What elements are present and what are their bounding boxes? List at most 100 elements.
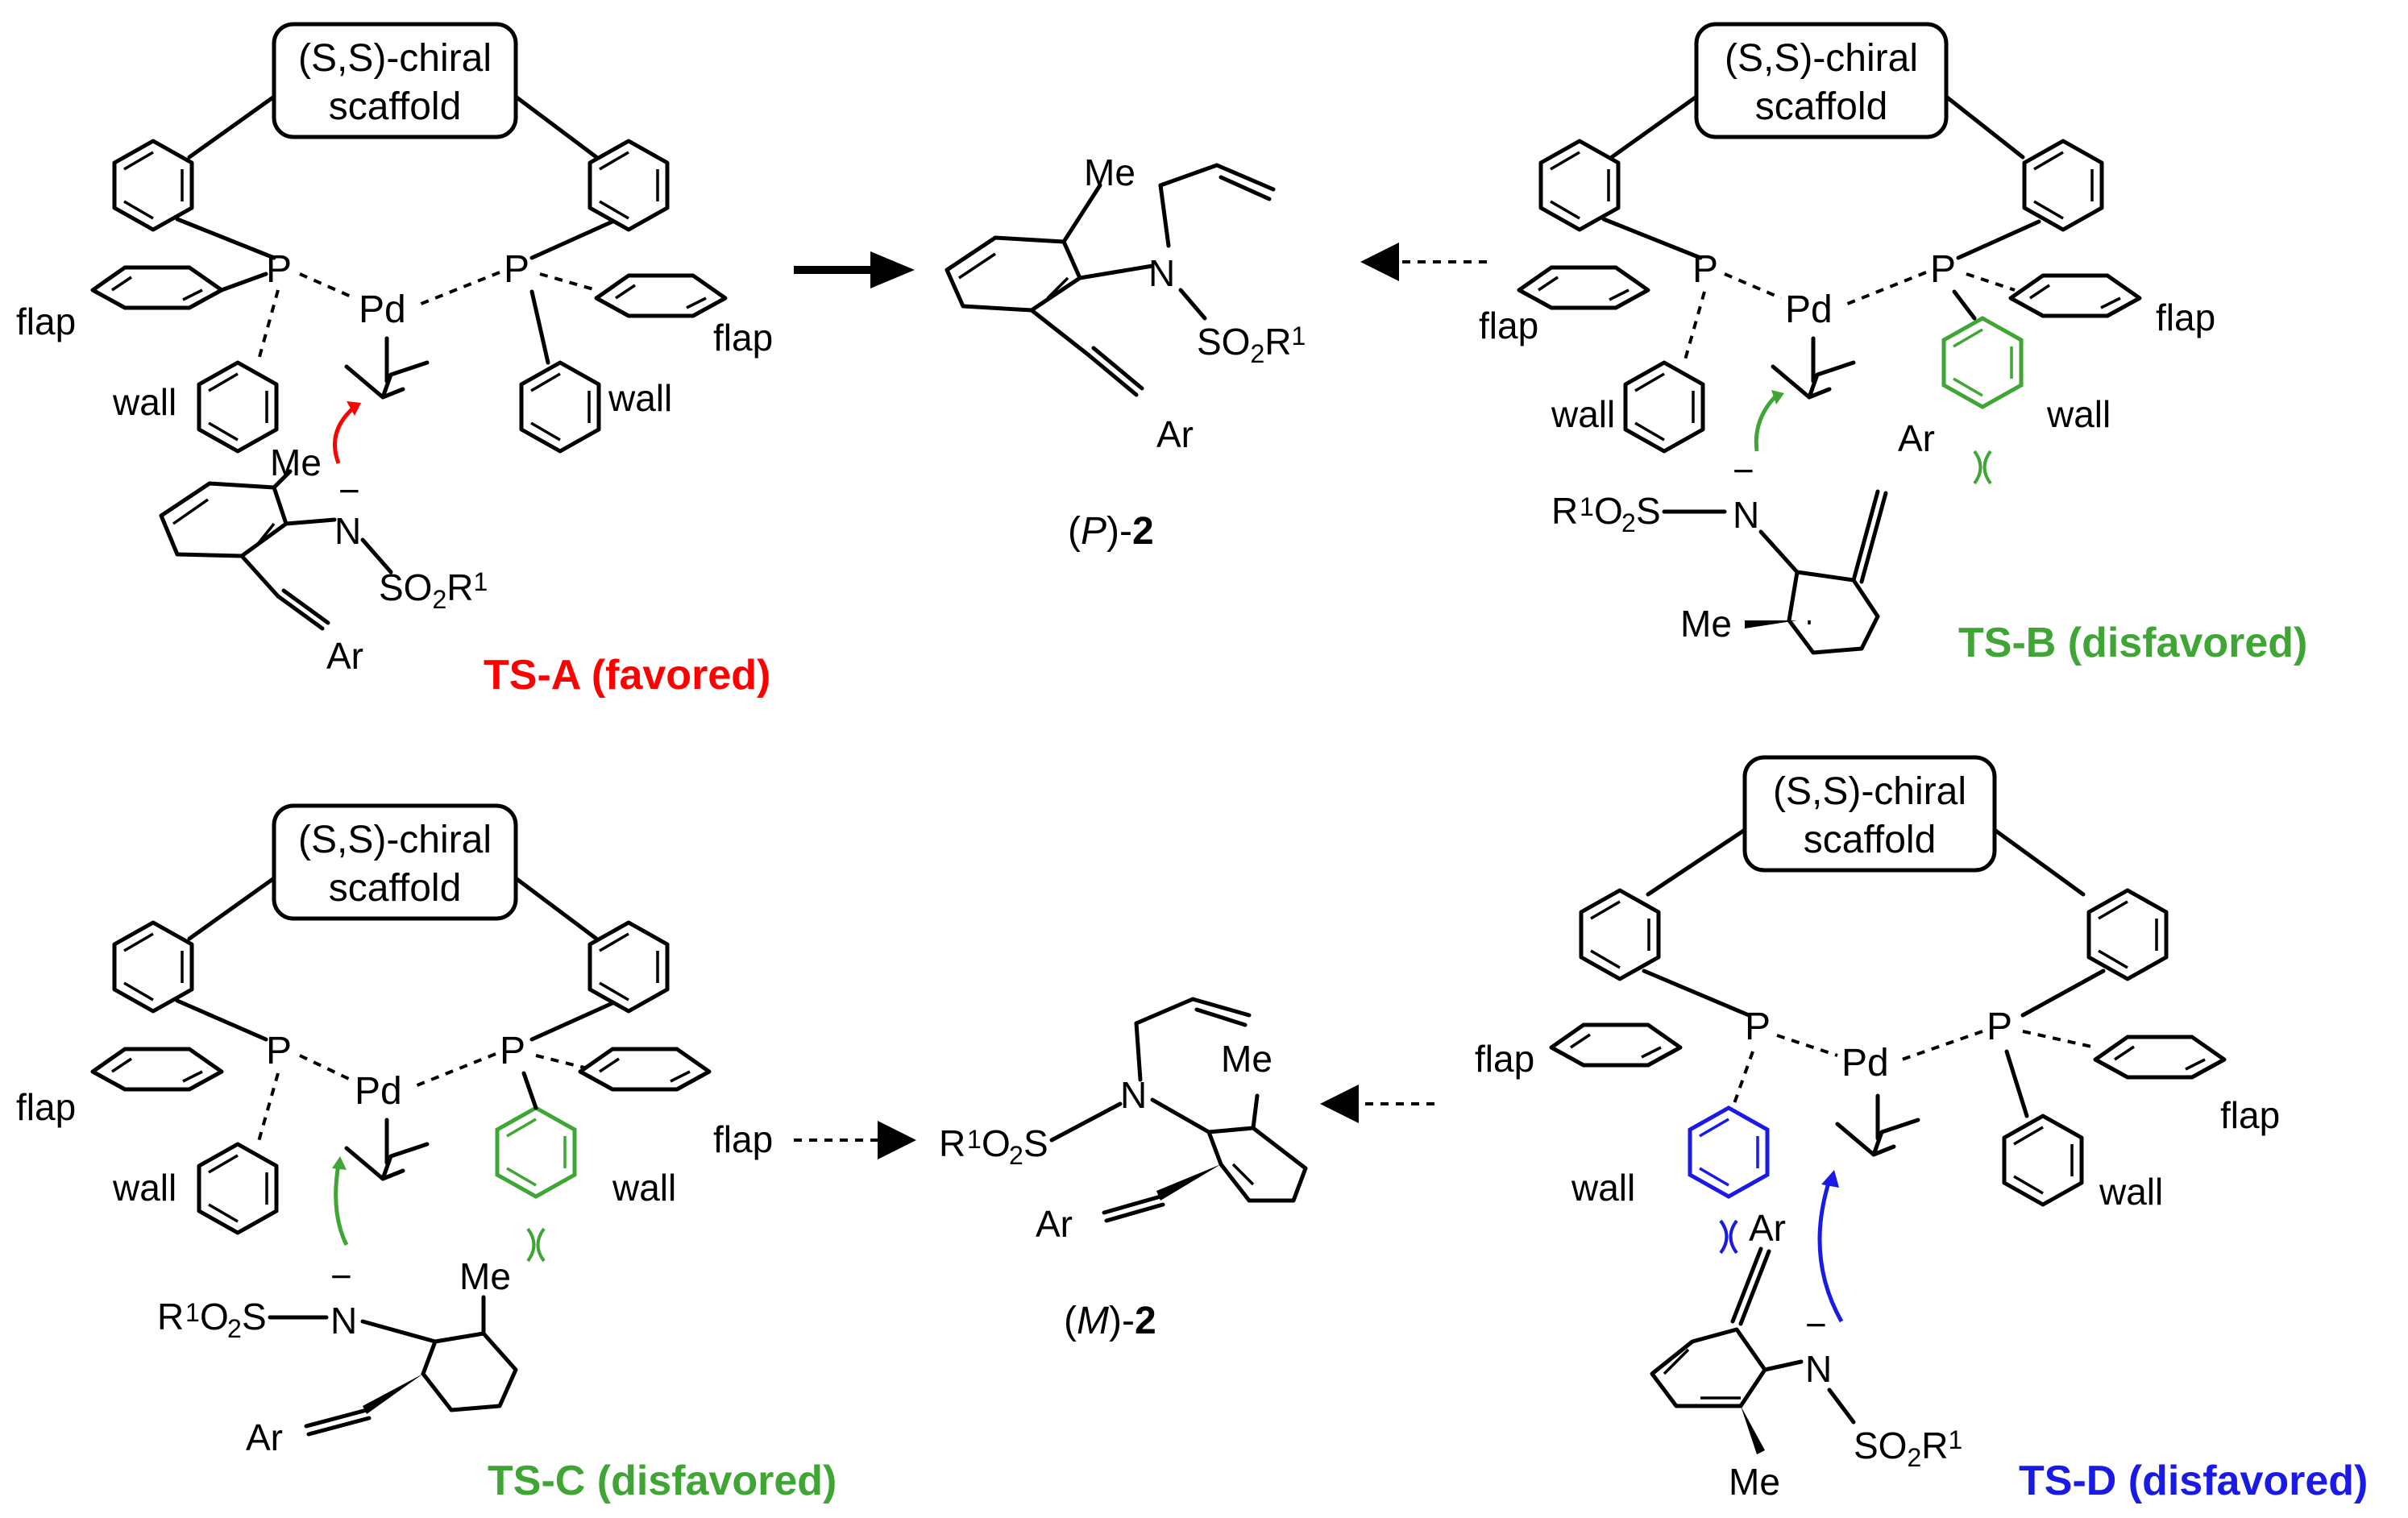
svg-text:2: 2 [227,1314,242,1343]
flap-c-left: flap [16,1086,76,1128]
p2-methyl: Me [1084,151,1135,193]
phosphorus-b-right: P [1930,248,1956,291]
c-methyl: Me [459,1255,511,1297]
ts-d-complex: (S,S)-chiral scaffold P P Pd flap flap w… [1475,755,2368,1504]
scaffold-b-line2: scaffold [1755,85,1888,128]
m2-methyl: Me [1221,1038,1273,1080]
svg-text:S: S [1636,490,1661,532]
flap-phenyl-right [596,276,725,316]
svg-text:O: O [200,1296,229,1338]
ts-a-complex: (S,S)-chiral scaffold P P Pd flap flap w… [16,22,773,699]
aryl-label: Ar [326,635,363,677]
phosphorus-c-left: P [266,1030,292,1072]
favored-arrow [794,251,915,288]
ts-c-label: TS-C (disfavored) [488,1458,837,1504]
scaffold-label-line1: (S,S)-chiral [298,37,492,80]
phosphorus-d-left: P [1745,1006,1771,1048]
flap-label-left: flap [16,301,76,342]
palladium-b: Pd [1785,288,1833,331]
b-charge: − [1733,450,1754,491]
flap-phenyl-left [93,268,222,308]
phosphorus-d-right: P [1987,1006,2012,1048]
wall-d-right: wall [2099,1171,2163,1213]
m2-nitrogen: N [1120,1074,1147,1116]
wall-b-left: wall [1551,393,1615,435]
flap-d-left: flap [1475,1038,1534,1080]
p2-sulfonyl: SO2R1 [1197,321,1306,368]
m2-r1o2s: R [939,1122,965,1164]
c-nitrogen: N [330,1300,357,1342]
chiral-scaffold-box: (S,S)-chiral scaffold [272,22,518,139]
phosphorus-b-left: P [1692,248,1718,291]
wall-phenyl-d-blue [1688,1105,1770,1199]
svg-text:S: S [242,1296,267,1338]
b-aryl: Ar [1898,417,1935,459]
d-sulfonyl: SO2R1 [1854,1425,1962,1472]
b-r1o2s: R [1551,490,1578,532]
product-p2: Me N SO2R1 Ar (P)-2 [945,151,1306,553]
svg-text:2: 2 [1621,508,1636,537]
aryl-ring-right [590,141,667,230]
scaffold-c-line1: (S,S)-chiral [298,819,492,861]
flap-b-left: flap [1479,305,1538,346]
scaffold-d-line2: scaffold [1804,819,1937,861]
p2-label: (P)-2 [1068,510,1154,553]
b-methyl: Me [1680,603,1732,645]
flap-b-right: flap [2156,297,2215,338]
svg-text:O: O [982,1122,1011,1164]
substrate-a: Me N − SO2R1 Ar [159,442,488,677]
scaffold-b-line1: (S,S)-chiral [1725,37,1918,80]
p2-aryl: Ar [1156,413,1194,455]
b-nitrogen: N [1733,494,1759,536]
flap-c-right: flap [713,1118,773,1160]
d-nitrogen: N [1805,1348,1832,1390]
methyl-label: Me [270,442,322,483]
phosphorus-c-right: P [500,1030,525,1072]
d-methyl: Me [1729,1461,1780,1503]
wall-phenyl-c-green [495,1105,577,1199]
nitrogen-label: N [334,510,361,552]
svg-text:1: 1 [185,1298,200,1327]
svg-text:1: 1 [1580,492,1594,521]
svg-text:O: O [1594,490,1623,532]
phosphorus-left: P [266,248,292,291]
sulfonyl-label: SO2R1 [379,566,488,614]
aryl-ring-left [114,141,192,230]
d-charge: − [1805,1304,1827,1346]
flap-d-right: flap [2220,1094,2280,1136]
wall-phenyl-b-green [1941,316,2024,409]
wall-d-left: wall [1571,1167,1635,1209]
wall-c-right: wall [612,1167,676,1209]
c-aryl: Ar [246,1416,283,1458]
c-charge: − [330,1255,352,1297]
wall-phenyl-right [521,363,599,451]
ts-d-label: TS-D (disfavored) [2019,1458,2368,1504]
wall-label-left: wall [112,381,176,423]
ts-a-label: TS-A (favored) [484,652,770,699]
svg-text:2: 2 [1009,1141,1023,1170]
anion-charge: − [338,470,360,512]
scaffold-d-line1: (S,S)-chiral [1773,770,1966,813]
svg-text:S: S [1023,1122,1048,1164]
allyl-ligand [347,338,427,397]
ts-b-complex: (S,S)-chiral scaffold P P Pd flap flap w… [1479,22,2307,666]
m2-label: (M)-2 [1064,1300,1156,1342]
scaffold-label-line2: scaffold [329,85,462,128]
palladium-d: Pd [1841,1042,1889,1085]
phosphorus-right: P [504,248,529,291]
product-m2: R 1 O 2 S N Me Ar (M)-2 [939,997,1308,1342]
svg-text:1: 1 [967,1125,982,1154]
p2-nitrogen: N [1148,252,1175,294]
c-r1o2s: R [157,1296,184,1338]
wall-b-right: wall [2046,393,2111,435]
m2-aryl: Ar [1036,1203,1073,1245]
ts-b-label: TS-B (disfavored) [1958,620,2307,666]
palladium-c: Pd [355,1070,402,1113]
d-aryl: Ar [1749,1207,1786,1249]
scaffold-c-line2: scaffold [329,867,462,910]
wall-phenyl-left [199,363,276,451]
flap-label-right: flap [713,317,773,359]
wall-c-left: wall [112,1167,176,1209]
ts-c-complex: (S,S)-chiral scaffold P P Pd flap flap w… [16,803,837,1504]
